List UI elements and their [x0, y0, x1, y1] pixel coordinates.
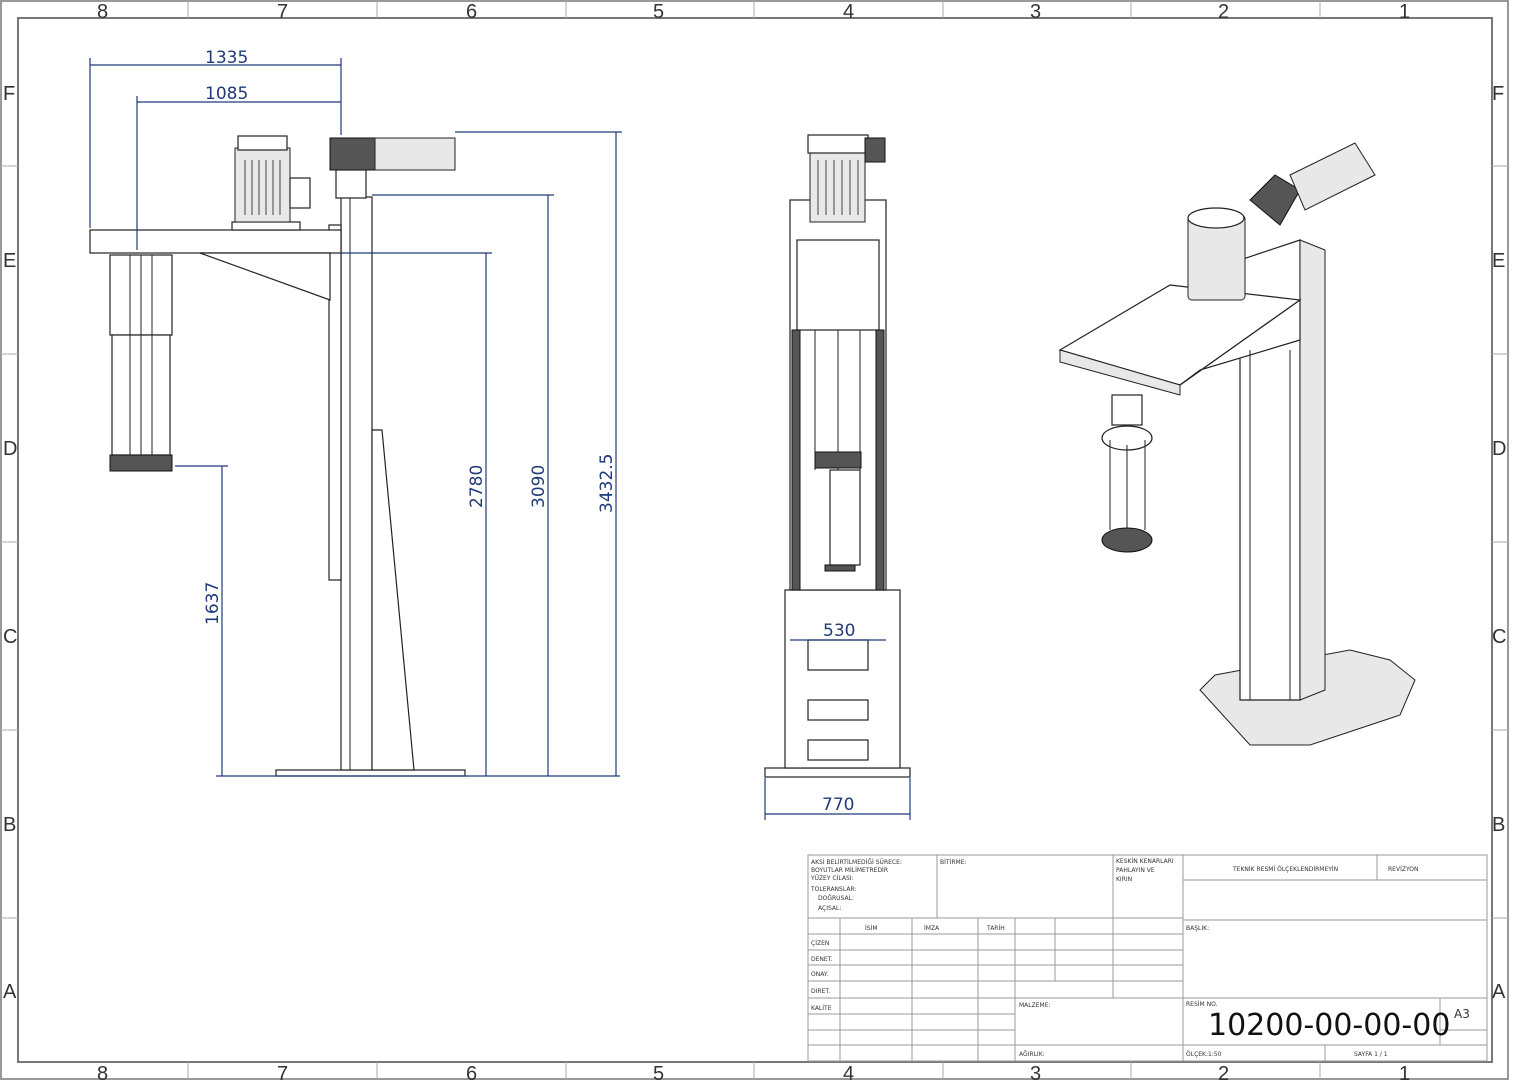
title-label: BAŞLIK: — [1186, 925, 1209, 932]
sheet-number: SAYFA 1 / 1 — [1354, 1051, 1388, 1058]
title-block: AKSİ BELİRTİLMEDİĞİ SÜRECE: BOYUTLAR MİL… — [807, 854, 1488, 1062]
note-line-5: DOĞRUSAL: — [818, 895, 854, 902]
scale-warning: TEKNİK RESMİ ÖLÇEKLENDİRMEYİN — [1232, 866, 1338, 873]
drawing-no-label: RESİM NO. — [1186, 1001, 1218, 1008]
dim-1637: 1637 — [203, 582, 223, 625]
note-line-2: BOYUTLAR MİLİMETREDİR — [811, 867, 888, 874]
dim-3432-5: 3432.5 — [597, 454, 617, 513]
zone-row-f: F — [1492, 83, 1504, 105]
zone-col-2: 2 — [1218, 1063, 1229, 1080]
edges-note-1: KESKİN KENARLARI — [1116, 858, 1174, 865]
scale: ÖLÇEK:1:50 — [1186, 1051, 1222, 1058]
zone-row-f: F — [3, 83, 15, 105]
iso-mixer-head — [1101, 527, 1153, 553]
side-base — [764, 767, 911, 778]
zone-col-5: 5 — [653, 1063, 664, 1080]
zone-row-b: B — [3, 814, 16, 836]
column-slide — [328, 224, 342, 581]
inner-frame — [17, 17, 1493, 1063]
gearbox — [329, 137, 376, 171]
mixer-head — [109, 454, 173, 472]
lift-motor — [374, 137, 456, 171]
zone-col-8: 8 — [97, 1063, 108, 1080]
arm — [89, 229, 342, 254]
col-signature: İMZA — [924, 925, 940, 932]
zone-col-7: 7 — [277, 1063, 288, 1080]
zone-row-d: D — [3, 438, 17, 460]
zone-row-b: B — [1492, 814, 1505, 836]
zone-row-d: D — [1492, 438, 1506, 460]
zone-row-a: A — [3, 981, 17, 1003]
arm-brace — [199, 252, 331, 301]
dim-1085: 1085 — [205, 84, 248, 104]
zone-row-c: C — [3, 626, 17, 648]
note-line-3: YÜZEY CİLASI: — [810, 875, 854, 882]
revision-label: REVİZYON — [1388, 866, 1419, 873]
zone-col-4: 4 — [843, 1063, 854, 1080]
zone-col-2: 2 — [1218, 1, 1229, 23]
zone-row-e: E — [3, 250, 16, 272]
dim-530: 530 — [823, 621, 855, 641]
zone-labels-left: F E D C B A — [3, 83, 17, 1003]
zone-col-7: 7 — [277, 1, 288, 23]
zone-col-5: 5 — [653, 1, 664, 23]
drawing-number: 10200-00-00-00 — [1208, 1008, 1450, 1043]
side-dimensions: 530 770 — [764, 621, 911, 820]
finish-label: BİTİRME: — [940, 859, 966, 866]
row-quality: KALİTE — [811, 1005, 832, 1012]
edges-note-3: KIRIN — [1116, 876, 1132, 883]
zone-labels-bottom: 8 7 6 5 4 3 2 1 — [97, 1063, 1410, 1080]
dim-3090: 3090 — [529, 465, 549, 508]
zone-col-1: 1 — [1399, 1063, 1410, 1080]
col-date: TARİH — [986, 925, 1005, 932]
zone-col-1: 1 — [1399, 1, 1410, 23]
zone-col-6: 6 — [466, 1, 477, 23]
zone-labels-top: 8 7 6 5 4 3 2 1 — [97, 1, 1410, 23]
zone-col-6: 6 — [466, 1063, 477, 1080]
zone-col-3: 3 — [1030, 1, 1041, 23]
dim-770: 770 — [822, 795, 854, 815]
zone-row-a: A — [1492, 981, 1506, 1003]
row-direct: DIRET. — [811, 988, 830, 995]
zone-labels-right: F E D C B A — [1492, 83, 1506, 1003]
side-view — [764, 134, 911, 778]
sheet-size: A3 — [1454, 1007, 1470, 1021]
zone-col-4: 4 — [843, 1, 854, 23]
side-motor — [809, 149, 866, 223]
column — [340, 196, 373, 771]
row-drawn: ÇİZEN — [811, 940, 829, 947]
front-dimensions: 1335 1085 1637 2780 3090 3432.5 — [89, 48, 622, 777]
zone-col-8: 8 — [97, 1, 108, 23]
front-view — [89, 135, 466, 777]
note-line-4: TOLERANSLAR: — [810, 886, 856, 893]
zone-row-e: E — [1492, 250, 1505, 272]
col-name: İSİM — [865, 925, 878, 932]
row-approved: ONAY. — [811, 971, 828, 978]
zone-row-c: C — [1492, 626, 1506, 648]
gusset — [371, 429, 415, 771]
weight-label: AĞIRLIK: — [1019, 1051, 1045, 1058]
dim-2780: 2780 — [467, 465, 487, 508]
zone-col-3: 3 — [1030, 1063, 1041, 1080]
iso-lift-motor — [1289, 142, 1376, 211]
row-checked: DENET. — [811, 956, 833, 963]
isometric-view — [1058, 142, 1416, 746]
mixer-motor — [234, 147, 291, 223]
base-plate — [275, 769, 466, 777]
note-line-1: AKSİ BELİRTİLMEDİĞİ SÜRECE: — [811, 859, 902, 866]
material-label: MALZEME: — [1019, 1002, 1051, 1009]
dim-1335: 1335 — [205, 48, 248, 68]
note-line-6: AÇISAL: — [818, 905, 841, 912]
edges-note-2: PAHLAYIN VE — [1116, 867, 1155, 874]
iso-gearbox — [1249, 174, 1301, 226]
